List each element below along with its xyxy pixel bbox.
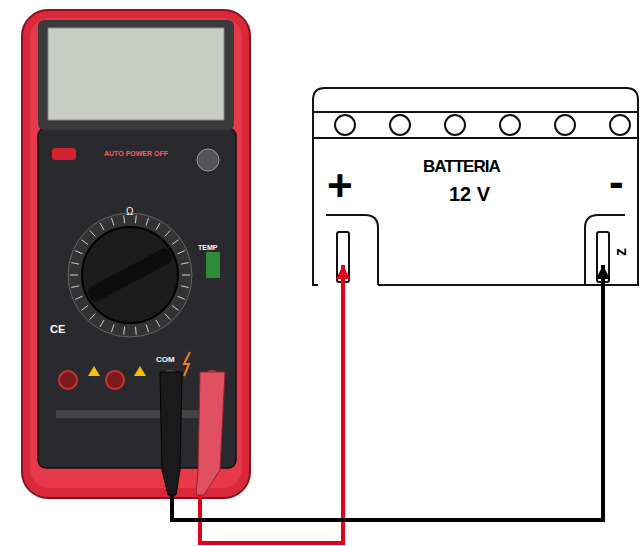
dial-tick bbox=[123, 327, 125, 335]
polarity-sign: + bbox=[327, 164, 353, 208]
holster bbox=[22, 10, 250, 498]
polarity-sign: - bbox=[609, 160, 624, 204]
lcd-display bbox=[48, 28, 224, 120]
lcd-frame bbox=[38, 20, 234, 130]
button-label: AUTO POWER OFF bbox=[104, 150, 168, 157]
warning-symbol bbox=[88, 366, 100, 376]
red-probe-plug bbox=[196, 372, 225, 495]
dial-tick bbox=[100, 223, 104, 230]
dial-tick bbox=[135, 327, 137, 335]
rotary-knob bbox=[82, 227, 178, 323]
dial-tick bbox=[172, 306, 178, 311]
dial-symbol: Ω bbox=[126, 207, 133, 217]
multimeter: AUTO POWER OFF Ω CE COM TEMP bbox=[22, 10, 250, 498]
battery-lid bbox=[313, 111, 638, 113]
black-test-lead bbox=[172, 265, 603, 520]
dial-tick bbox=[172, 240, 178, 245]
dial-tick bbox=[165, 230, 170, 236]
battery-base bbox=[378, 284, 585, 286]
jack bbox=[106, 371, 124, 389]
battery-case bbox=[313, 88, 638, 285]
jack bbox=[59, 371, 77, 389]
dial-tick bbox=[156, 320, 160, 327]
dial-tick bbox=[111, 218, 113, 226]
dial-tick bbox=[81, 306, 87, 311]
battery-label: BATTERIA bbox=[423, 158, 500, 175]
cell-cap bbox=[610, 115, 630, 135]
voltage-label: 12 V bbox=[449, 184, 490, 204]
cell-cap bbox=[335, 115, 355, 135]
battery-drawing bbox=[313, 88, 638, 285]
multimeter-drawing bbox=[22, 10, 250, 498]
cell-cap bbox=[390, 115, 410, 135]
socket-label: TEMP bbox=[198, 244, 217, 251]
dial-tick bbox=[146, 218, 148, 226]
cell-cap bbox=[500, 115, 520, 135]
knob-bar bbox=[86, 246, 175, 303]
dial-tick bbox=[71, 286, 79, 288]
dial-tick bbox=[75, 296, 82, 299]
lightning-symbol bbox=[184, 352, 190, 376]
ce-mark: CE bbox=[50, 324, 65, 335]
temp-socket bbox=[206, 252, 220, 278]
dial-tick bbox=[165, 314, 170, 320]
dial-tick bbox=[146, 324, 148, 332]
cell-cap bbox=[445, 115, 465, 135]
dial-tick bbox=[100, 320, 104, 327]
dial-tick bbox=[135, 215, 137, 223]
dial-ticks bbox=[70, 215, 190, 334]
dial-tick bbox=[111, 324, 113, 332]
hfe-socket bbox=[197, 149, 219, 171]
dial-tick bbox=[123, 215, 125, 223]
dial-tick bbox=[182, 275, 190, 276]
dial-tick bbox=[181, 286, 189, 288]
power-button bbox=[52, 148, 76, 160]
dial-tick bbox=[178, 251, 185, 254]
dial-tick bbox=[81, 240, 87, 245]
dial-tick bbox=[156, 223, 160, 230]
red-test-lead bbox=[200, 265, 343, 543]
warning-symbol bbox=[134, 366, 146, 376]
terminal-mark: z bbox=[613, 248, 629, 256]
battery-lid bbox=[313, 137, 638, 139]
cell-cap bbox=[555, 115, 575, 135]
dial-tick bbox=[181, 263, 189, 265]
dial-tick bbox=[178, 296, 185, 299]
model-plate bbox=[56, 410, 216, 418]
dial-tick bbox=[75, 251, 82, 254]
dial-tick bbox=[90, 230, 95, 236]
dial-tick bbox=[70, 275, 78, 276]
dial-ring bbox=[68, 213, 192, 337]
black-probe-plug bbox=[160, 372, 182, 495]
dial-tick bbox=[71, 263, 79, 265]
battery: + BATTERIA 12 V - z bbox=[313, 88, 638, 285]
dial-tick bbox=[90, 314, 95, 320]
jack-label: COM bbox=[156, 356, 175, 364]
